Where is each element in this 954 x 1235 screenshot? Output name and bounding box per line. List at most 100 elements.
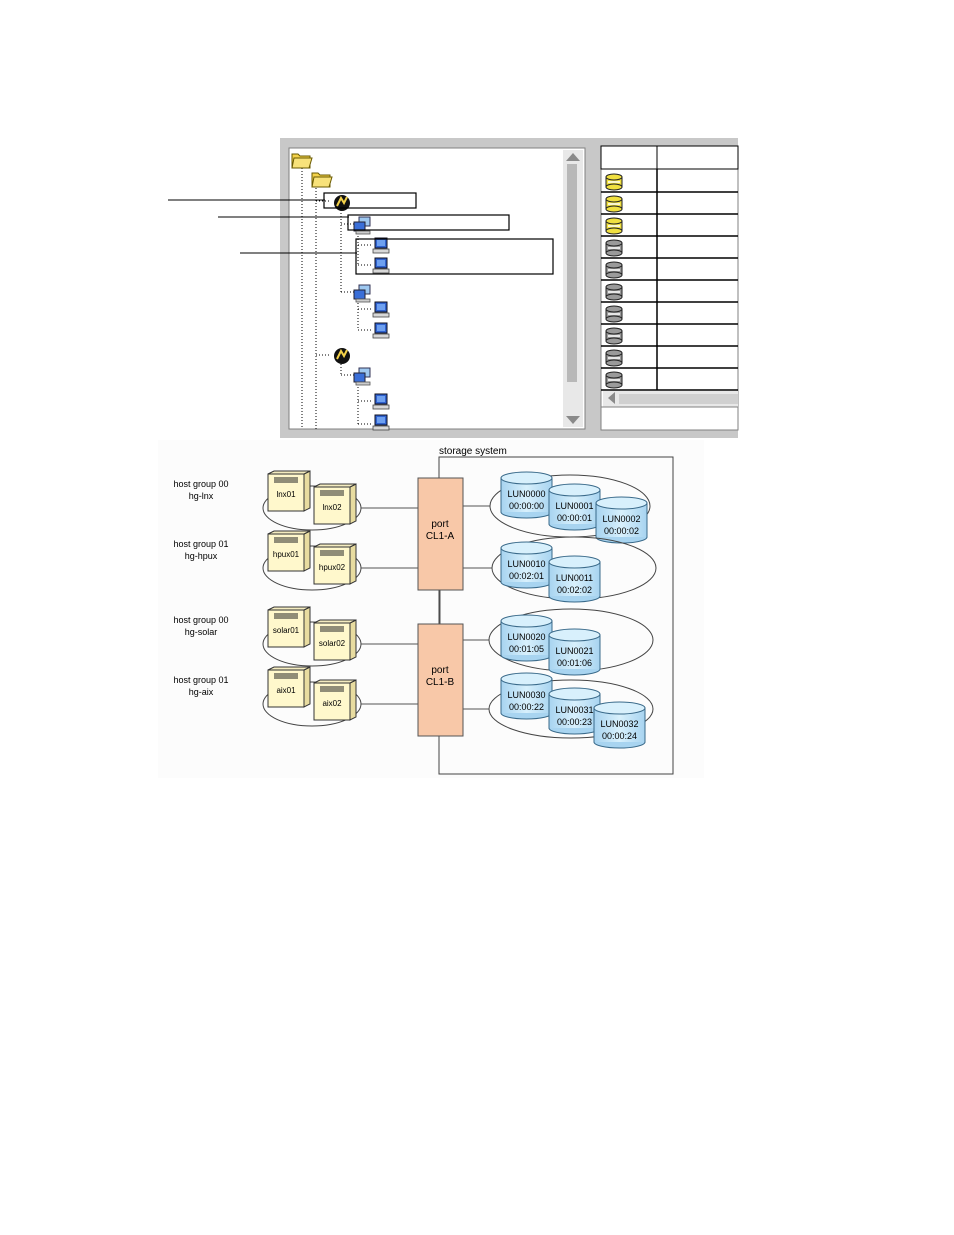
- ldev-number-label: 00:02:02: [557, 585, 592, 595]
- disk-icon: [605, 349, 623, 367]
- disk-icon: [605, 239, 623, 257]
- host-group-number-label: host group 00: [173, 479, 228, 489]
- tree-subsystem-folder-icon[interactable]: [311, 172, 333, 188]
- list-item[interactable]: [601, 173, 738, 193]
- host-group-name-label: hg-solar: [185, 627, 218, 637]
- lun-number-label: LUN0020: [507, 632, 545, 642]
- host-name-label: lnx02: [322, 503, 342, 512]
- tree-host-group-icon[interactable]: [353, 216, 371, 235]
- tree-vertical-scrollbar[interactable]: [563, 150, 583, 427]
- server-icon: hpux01: [267, 530, 311, 572]
- lun-group-outline: [488, 679, 654, 739]
- lun-cylinder: LUN0002 00:00:02: [595, 496, 648, 544]
- server-icon: solar02: [313, 619, 357, 661]
- ldev-number-label: 00:02:01: [509, 571, 544, 581]
- list-item[interactable]: [601, 195, 738, 215]
- tree-host-icon[interactable]: [372, 237, 390, 254]
- lun-group: LUN0000 00:00:00 LUN0001 00:00:01 LUN0002 00:…: [489, 471, 651, 544]
- host-group-highlight-box: [347, 214, 510, 231]
- tree-host-group-icon[interactable]: [353, 284, 371, 303]
- lun-cylinder: LUN0000 00:00:00: [500, 471, 553, 519]
- host-group-name-label: hg-lnx: [189, 491, 214, 501]
- lun-number-label: LUN0001: [555, 501, 593, 511]
- scroll-left-arrow-icon[interactable]: [608, 392, 615, 404]
- server-icon: hpux02: [313, 543, 357, 585]
- tree-port-cl1-a-icon[interactable]: [334, 195, 350, 211]
- disk-icon: [605, 217, 623, 235]
- ldev-number-label: 00:00:24: [602, 731, 637, 741]
- hosts-highlight-box: [355, 238, 554, 275]
- lun-cylinder: LUN0032 00:00:24: [593, 701, 646, 749]
- list-item[interactable]: [601, 283, 738, 303]
- server-icon: aix01: [267, 666, 311, 708]
- ldev-number-label: 00:01:06: [557, 658, 592, 668]
- list-item[interactable]: [601, 349, 738, 369]
- host-group-number-label: host group 01: [173, 539, 228, 549]
- list-item[interactable]: [601, 327, 738, 347]
- disk-icon: [605, 261, 623, 279]
- host-name-label: hpux01: [273, 550, 300, 559]
- disk-icon: [605, 327, 623, 345]
- host-group-number-label: host group 00: [173, 615, 228, 625]
- storage-system-box: [438, 456, 674, 775]
- scroll-down-arrow-icon[interactable]: [566, 416, 580, 424]
- lun-manager-window: [168, 138, 739, 438]
- lu-path-list-pane[interactable]: [600, 145, 739, 431]
- lun-number-label: LUN0000: [507, 489, 545, 499]
- disk-icon: [605, 371, 623, 389]
- list-item[interactable]: [601, 239, 738, 259]
- ldev-number-label: 00:00:01: [557, 513, 592, 523]
- ldev-number-label: 00:00:02: [604, 526, 639, 536]
- tree-host-icon[interactable]: [372, 322, 390, 339]
- tree-host-icon[interactable]: [372, 301, 390, 318]
- list-header: [600, 145, 739, 170]
- server-icon: lnx02: [313, 483, 357, 525]
- ldev-number-label: 00:00:22: [509, 702, 544, 712]
- lun-number-label: LUN0021: [555, 646, 593, 656]
- lun-cylinder: LUN0020 00:01:05: [500, 614, 553, 662]
- tree-pane[interactable]: [288, 147, 586, 431]
- disk-icon: [605, 283, 623, 301]
- horizontal-scroll-track[interactable]: [619, 394, 738, 404]
- lun-cylinder: LUN0021 00:01:06: [548, 628, 601, 676]
- tree-host-group-icon[interactable]: [353, 367, 371, 386]
- tree-connector-lines: [301, 168, 372, 429]
- host-name-label: solar02: [319, 639, 346, 648]
- list-item[interactable]: [601, 261, 738, 281]
- port-label: port: [431, 519, 448, 530]
- host-name-label: aix02: [322, 699, 342, 708]
- list-item[interactable]: [601, 371, 738, 391]
- list-horizontal-scrollbar[interactable]: [603, 391, 738, 407]
- tree-host-icon[interactable]: [372, 257, 390, 274]
- host-group-outline: [262, 621, 362, 667]
- ldev-number-label: 00:00:00: [509, 501, 544, 511]
- lun-number-label: LUN0002: [602, 514, 640, 524]
- tree-host-icon[interactable]: [372, 393, 390, 410]
- ldev-number-label: 00:00:23: [557, 717, 592, 727]
- list-item[interactable]: [601, 217, 738, 237]
- host-group-outline: [262, 681, 362, 727]
- ldev-number-label: 00:01:05: [509, 644, 544, 654]
- scroll-thumb[interactable]: [567, 164, 577, 382]
- lun-number-label: LUN0032: [600, 719, 638, 729]
- host-group-outline: [262, 545, 362, 591]
- tree-port-cl1-b-icon[interactable]: [334, 348, 350, 364]
- tree-root-folder-icon[interactable]: [291, 153, 313, 169]
- scroll-up-arrow-icon[interactable]: [566, 153, 580, 161]
- host-group-number-label: host group 01: [173, 675, 228, 685]
- tree-host-icon[interactable]: [372, 414, 390, 431]
- list-item[interactable]: [601, 305, 738, 325]
- lun-number-label: LUN0030: [507, 690, 545, 700]
- port-name-label: CL1-A: [426, 531, 455, 542]
